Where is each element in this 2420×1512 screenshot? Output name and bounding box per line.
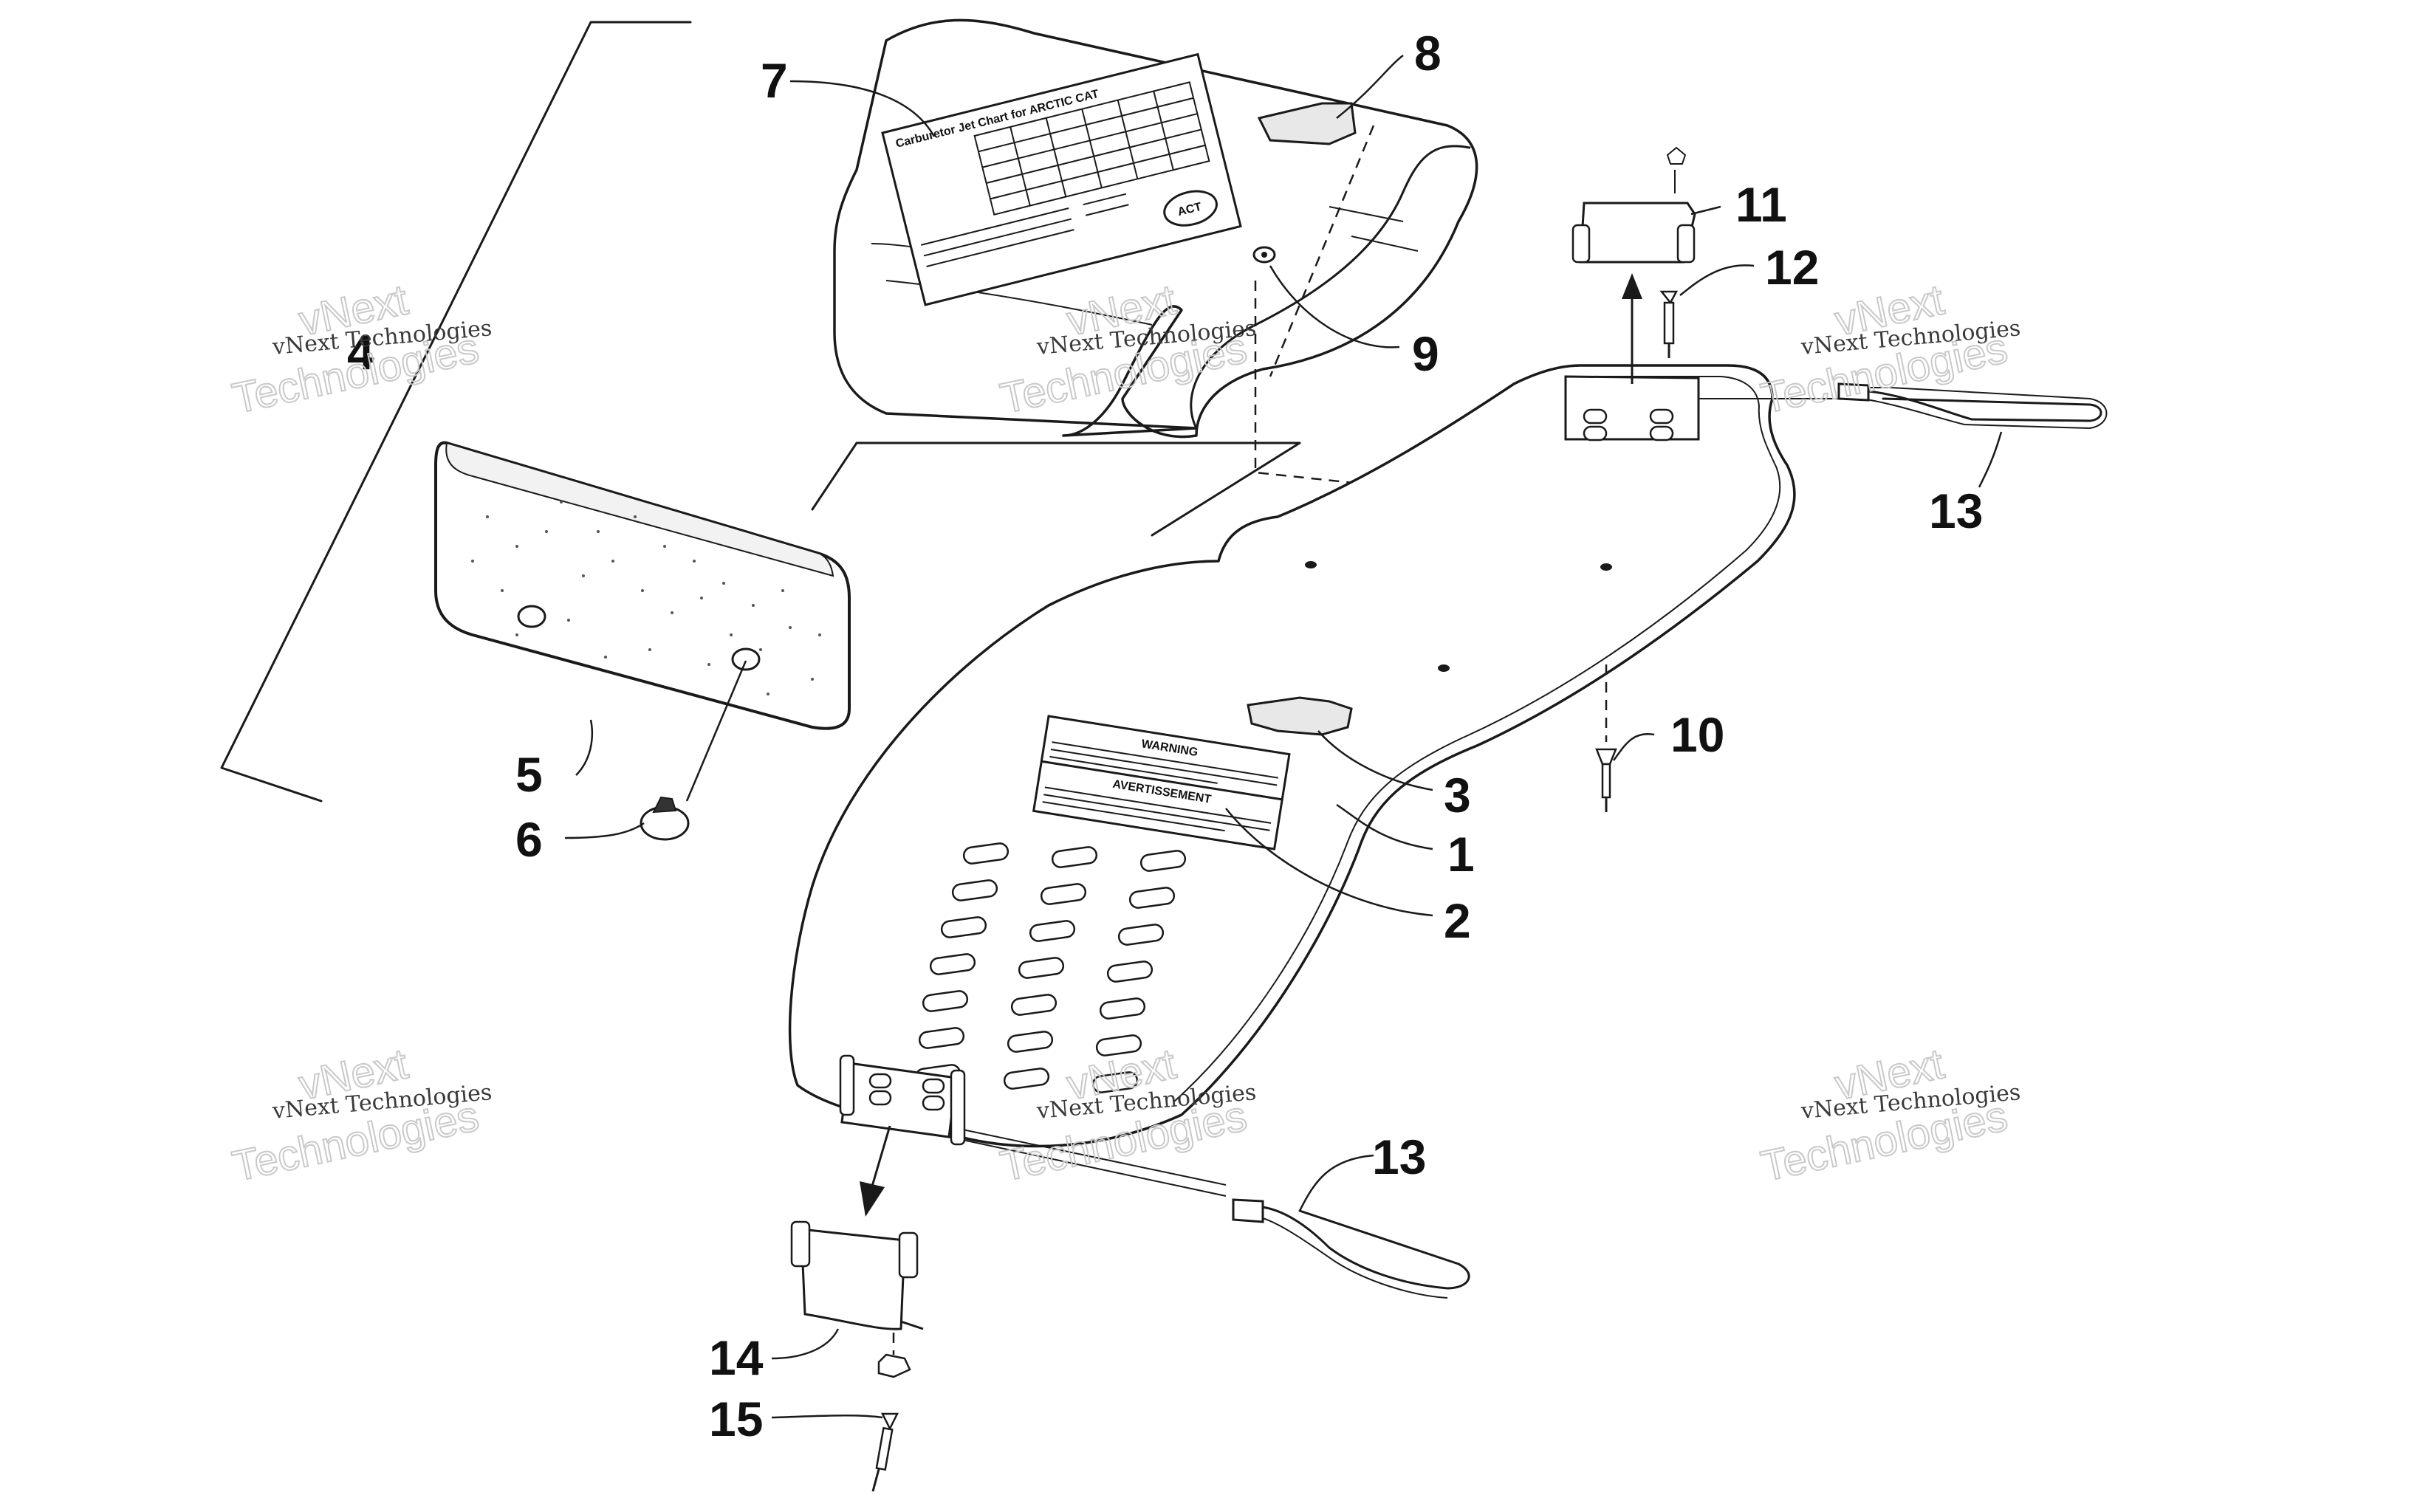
arrow-up bbox=[1622, 273, 1642, 384]
hinge-bracket-bottom bbox=[839, 1054, 966, 1146]
rivet-12 bbox=[1659, 290, 1679, 358]
callout-3: 3 bbox=[1444, 768, 1471, 822]
foam-hole-2 bbox=[731, 647, 761, 671]
callout-11: 11 bbox=[1735, 177, 1787, 232]
callout-15: 15 bbox=[709, 1392, 763, 1446]
foam-sample-8 bbox=[1257, 102, 1357, 145]
callout-13-bottom: 13 bbox=[1372, 1130, 1426, 1184]
hinge-14 bbox=[790, 1220, 924, 1330]
push-fastener-6 bbox=[640, 796, 690, 841]
rivet-15 bbox=[871, 1333, 911, 1492]
callout-2: 2 bbox=[1444, 893, 1471, 948]
foam-hole-1 bbox=[517, 605, 546, 628]
hinge-bracket-top bbox=[1564, 375, 1700, 441]
act-logo bbox=[1163, 190, 1218, 227]
callout-5: 5 bbox=[515, 747, 543, 802]
foam-block-5 bbox=[434, 441, 851, 730]
hinge-pin-13-top bbox=[1699, 382, 2108, 430]
warning-label-2: WARNING AVERTISSEMENT bbox=[1032, 715, 1291, 850]
watermark-bottom-right: vNext Technologies vNext Technologies bbox=[1756, 1039, 2021, 1191]
leader-lines bbox=[564, 55, 2003, 1419]
jet-chart-grid bbox=[973, 81, 1210, 216]
callout-10: 10 bbox=[1670, 707, 1724, 762]
callout-6: 6 bbox=[515, 812, 543, 867]
callout-12: 12 bbox=[1765, 240, 1819, 295]
foam-sample-3 bbox=[1247, 696, 1353, 736]
assembly-bracket-4 bbox=[220, 21, 1301, 803]
callout-13-top: 13 bbox=[1929, 484, 1983, 538]
arrow-down bbox=[860, 1125, 891, 1217]
callout-8: 8 bbox=[1414, 26, 1442, 80]
callout-1: 1 bbox=[1447, 827, 1475, 882]
rivet-10 bbox=[1595, 664, 1617, 812]
watermark-bottom-left: vNext Technologies vNext Technologies bbox=[227, 1039, 493, 1191]
callout-4: 4 bbox=[347, 325, 374, 379]
hinge-11 bbox=[1571, 146, 1696, 264]
snap-9 bbox=[1252, 246, 1276, 264]
callout-14: 14 bbox=[709, 1330, 764, 1385]
hinge-pin-13-bottom bbox=[1232, 1198, 1470, 1299]
watermark-top-right: vNext Technologies vNext Technologies bbox=[1756, 275, 2021, 423]
callout-7: 7 bbox=[761, 53, 788, 108]
callout-numbers: 1 2 3 4 5 6 7 8 9 10 11 12 13 13 14 15 bbox=[347, 26, 1983, 1446]
vent-slots bbox=[914, 842, 1187, 1093]
callout-9: 9 bbox=[1412, 326, 1439, 381]
